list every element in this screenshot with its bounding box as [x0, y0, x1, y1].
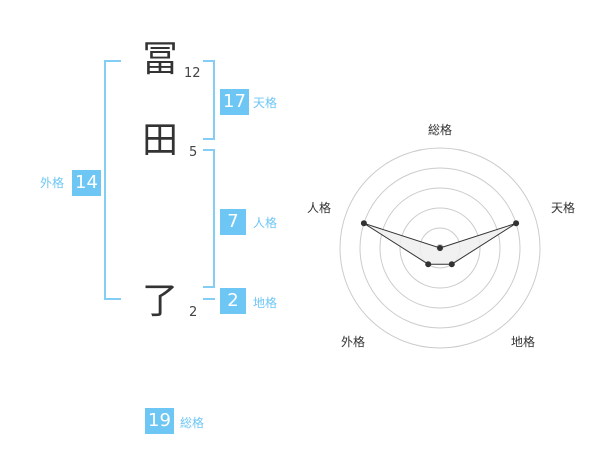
radar-point-0: [437, 245, 443, 251]
name-kanji-1: 冨: [141, 39, 178, 80]
name-kanji-3: 了: [141, 281, 178, 322]
jinkaku-badge: 7: [220, 209, 246, 235]
stroke-count-3: 2: [189, 305, 198, 320]
tenkaku-label: 天格: [253, 96, 278, 110]
jinkaku-bracket: [203, 149, 215, 288]
stroke-count-1: 12: [184, 66, 201, 81]
radar-grid-ring-4: [359, 167, 521, 329]
gaikaku-label: 外格: [40, 176, 65, 190]
tenkaku-badge: 17: [220, 89, 249, 115]
soukaku-badge: 19: [145, 408, 174, 434]
radar-axis-label-tenkaku: 天格: [551, 201, 576, 215]
radar-data-polygon: [363, 222, 517, 265]
tenkaku-bracket: [203, 60, 215, 140]
gaikaku-bracket: [104, 60, 121, 300]
radar-axis-label-gaikaku: 外格: [341, 335, 366, 349]
name-kanji-2: 田: [141, 120, 178, 161]
gaikaku-badge: 14: [72, 170, 101, 196]
radar-axis-label-soukaku: 総格: [428, 123, 453, 137]
radar-point-1: [513, 220, 520, 227]
radar-point-3: [425, 261, 432, 268]
jinkaku-label: 人格: [253, 216, 278, 230]
stroke-count-2: 5: [189, 145, 198, 160]
chikaku-bracket-top: [203, 298, 215, 300]
chikaku-label: 地格: [253, 296, 278, 310]
radar-axis-label-chikaku: 地格: [511, 335, 536, 349]
radar-axis-label-jinkaku: 人格: [307, 201, 332, 215]
soukaku-label: 総格: [180, 416, 205, 430]
chikaku-badge: 2: [220, 288, 246, 314]
radar-point-2: [448, 261, 455, 268]
radar-point-4: [360, 220, 367, 227]
radar-grid-ring-5: [339, 147, 541, 349]
radar-grid-ring-3: [379, 187, 501, 309]
radar-grid-ring-2: [399, 207, 481, 289]
